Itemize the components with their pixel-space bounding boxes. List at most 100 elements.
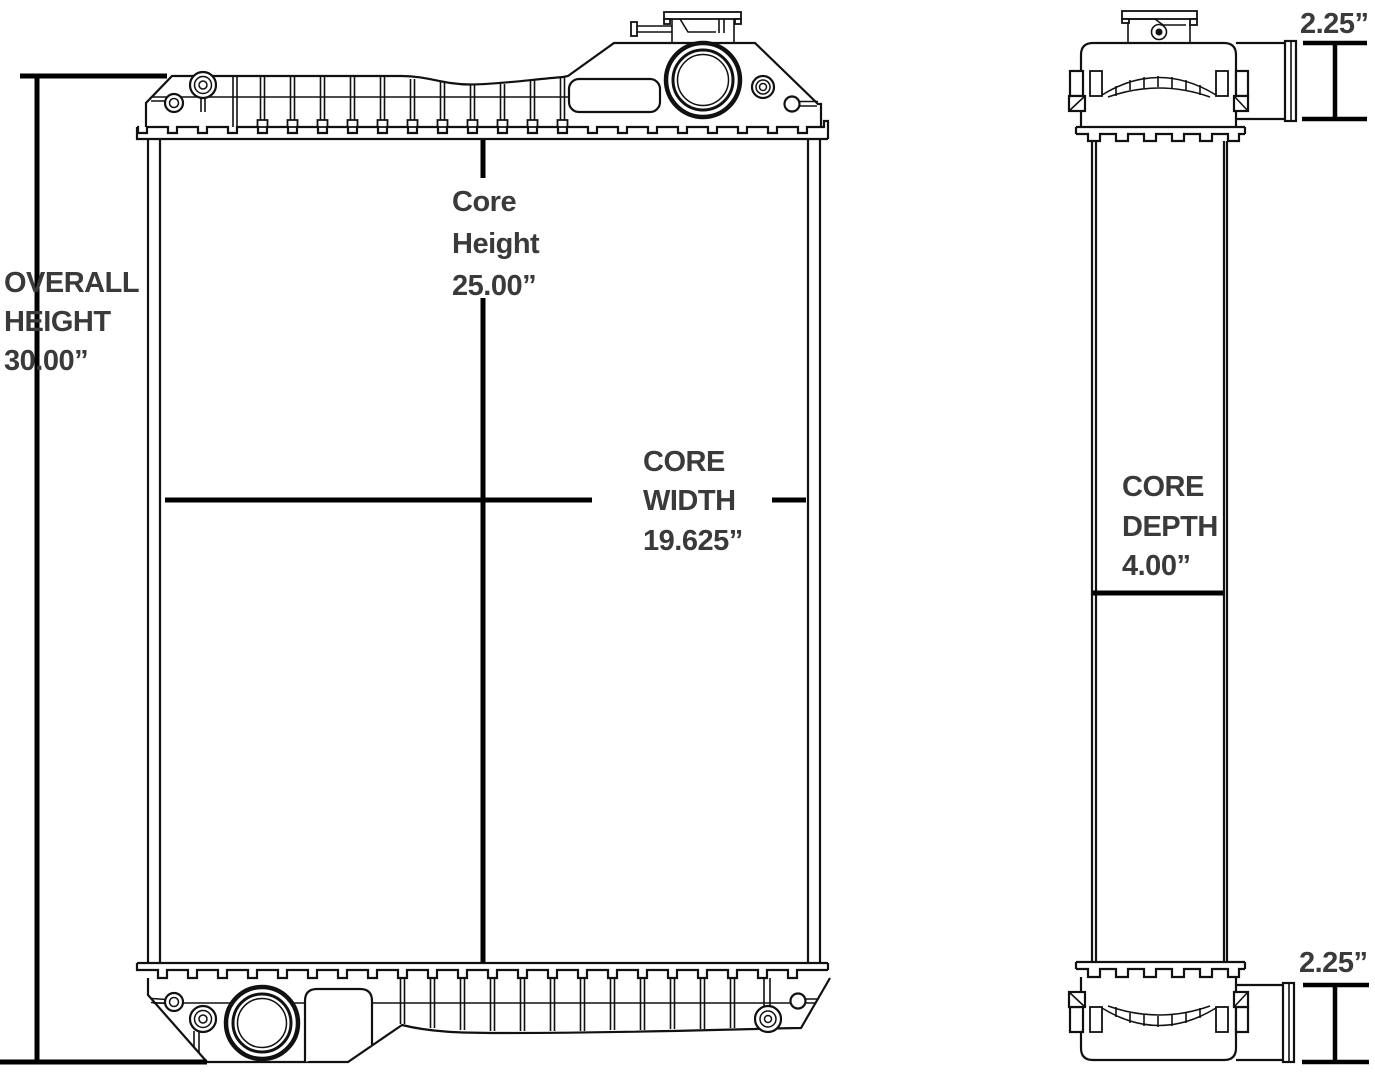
side-top-header-castellation	[1076, 132, 1245, 143]
bottom-right-small-hole	[789, 992, 807, 1010]
side-filler-cap	[1121, 10, 1198, 43]
bottom-port-dimension: 2.25”	[1299, 947, 1369, 1065]
bottom-left-bolt-stem	[193, 1031, 200, 1053]
top-right-hole-tails	[800, 100, 818, 107]
bottom-right-bolt-inner	[763, 1014, 773, 1024]
side-top-header-top	[1074, 125, 1247, 134]
side-view	[1067, 10, 1298, 1064]
side-bottom-pipe-body	[1236, 983, 1283, 1062]
front-top-tank	[135, 11, 830, 141]
side-bottom-arc-outer	[1101, 1007, 1217, 1027]
side-bottom-arc-end-right	[1215, 1006, 1229, 1033]
top-header-plate-castellation	[136, 119, 830, 139]
bottom-tank-ribs	[399, 978, 771, 1031]
inlet-opening-mid	[671, 48, 735, 112]
core-height-label-line2: Height	[452, 228, 540, 260]
top-right-small-hole	[783, 95, 801, 113]
filler-cap-plate	[663, 11, 742, 20]
overall-height-label-line3: 30.00”	[4, 345, 88, 377]
top-left-bolt-inner	[198, 80, 208, 90]
bottom-port-label: 2.25”	[1299, 947, 1367, 979]
overall-height-label-line1: OVERALL	[4, 267, 139, 299]
top-left-small-hole	[163, 92, 185, 114]
filler-neck-detail	[679, 18, 725, 33]
top-port-label: 2.25”	[1300, 8, 1368, 40]
overall-height-dimension: OVERALL HEIGHT 30.00”	[0, 73, 207, 1065]
side-bottom-arc-end-left	[1089, 1006, 1103, 1033]
core-width-label-line1: CORE	[643, 446, 725, 478]
side-bottom-arc-inner	[1107, 1005, 1211, 1016]
side-top-bracket-right	[1234, 69, 1250, 98]
filler-cap-hook-right	[734, 18, 742, 25]
side-bottom-header-top	[1074, 960, 1247, 969]
core-right-channel	[806, 140, 822, 963]
filler-cap-hook-left	[663, 18, 671, 25]
top-tank-pocket	[567, 77, 662, 114]
top-tank-mid-line	[151, 96, 569, 102]
side-cap-vent-hole	[1150, 23, 1168, 41]
side-top-arc-outer	[1101, 76, 1217, 96]
top-right-bolt-inner	[758, 82, 768, 92]
side-top-gusset-right-diagonal	[1233, 95, 1249, 112]
inlet-opening-inner	[676, 53, 730, 107]
side-core-column	[1090, 141, 1229, 962]
top-tank-seam-line	[232, 76, 238, 127]
side-cap-neck	[1127, 23, 1191, 43]
side-top-pipe	[1236, 39, 1298, 123]
bottom-left-small-hole	[163, 991, 185, 1013]
bottom-right-hole-tails	[806, 998, 817, 1004]
side-cap-plate	[1121, 10, 1198, 20]
side-bottom-header-castellation	[1076, 967, 1245, 979]
side-top-arc-inner	[1107, 87, 1211, 98]
side-bottom-gusset-right-diagonal	[1233, 991, 1249, 1008]
outlet-opening-mid	[231, 992, 293, 1054]
core-width-dimension: CORE WIDTH 19.625”	[165, 446, 806, 557]
side-top-arc-end-right	[1215, 70, 1229, 97]
core-depth-dimension: CORE DEPTH 4.00”	[1093, 471, 1223, 596]
core-depth-label-line3: 4.00”	[1122, 550, 1190, 582]
core-width-label-line2: WIDTH	[643, 485, 736, 517]
top-left-bolt-mid	[193, 75, 213, 95]
top-left-small-hole-inner	[168, 97, 180, 109]
side-bottom-tank	[1067, 960, 1250, 1062]
core-depth-label-line2: DEPTH	[1122, 511, 1218, 543]
bottom-left-hole-tails	[150, 997, 167, 1005]
core-depth-label-line1: CORE	[1122, 471, 1204, 503]
side-bottom-pipe	[1236, 981, 1296, 1064]
top-port-dimension: 2.25”	[1300, 8, 1369, 122]
core-height-dimension: Core Height 25.00”	[452, 140, 541, 963]
top-header-plate-bottom	[135, 127, 828, 141]
overall-height-label-line2: HEIGHT	[4, 306, 111, 338]
bottom-left-bolt-inner	[198, 1014, 208, 1024]
bottom-port-dimension-lines	[1302, 982, 1369, 1065]
overflow-tube-end	[630, 21, 638, 37]
side-top-pipe-body	[1236, 41, 1285, 121]
top-tank-outline	[144, 41, 823, 127]
filler-neck-sides	[671, 19, 735, 43]
core-left-channel	[146, 140, 162, 963]
side-cap-underside	[1130, 18, 1186, 26]
outlet-opening-outer	[223, 984, 301, 1062]
overflow-tube	[636, 25, 672, 33]
side-bottom-gusset-left-diagonal	[1068, 991, 1086, 1008]
side-bottom-bracket-left	[1068, 1005, 1085, 1034]
top-left-bolt-stem	[200, 98, 206, 112]
bottom-tank-pocket	[303, 987, 374, 1062]
front-core	[146, 140, 822, 963]
bottom-right-bolt-outer	[753, 1004, 783, 1034]
core-height-label-line1: Core	[452, 186, 516, 218]
side-bottom-bracket-right	[1234, 1005, 1250, 1034]
filler-cap	[630, 11, 742, 43]
bottom-left-small-hole-inner	[168, 996, 180, 1008]
side-cap-foot-left	[1121, 18, 1130, 24]
core-width-label-line3: 19.625”	[643, 525, 743, 557]
side-top-gusset-left-diagonal	[1068, 95, 1086, 112]
side-cap-vent-dot	[1155, 28, 1163, 36]
side-top-arc-ticks	[1115, 76, 1201, 96]
side-bottom-arc-ticks	[1115, 1007, 1201, 1027]
side-top-tank	[1067, 10, 1250, 143]
front-view	[135, 11, 831, 1064]
side-top-bracket-left	[1068, 69, 1085, 98]
